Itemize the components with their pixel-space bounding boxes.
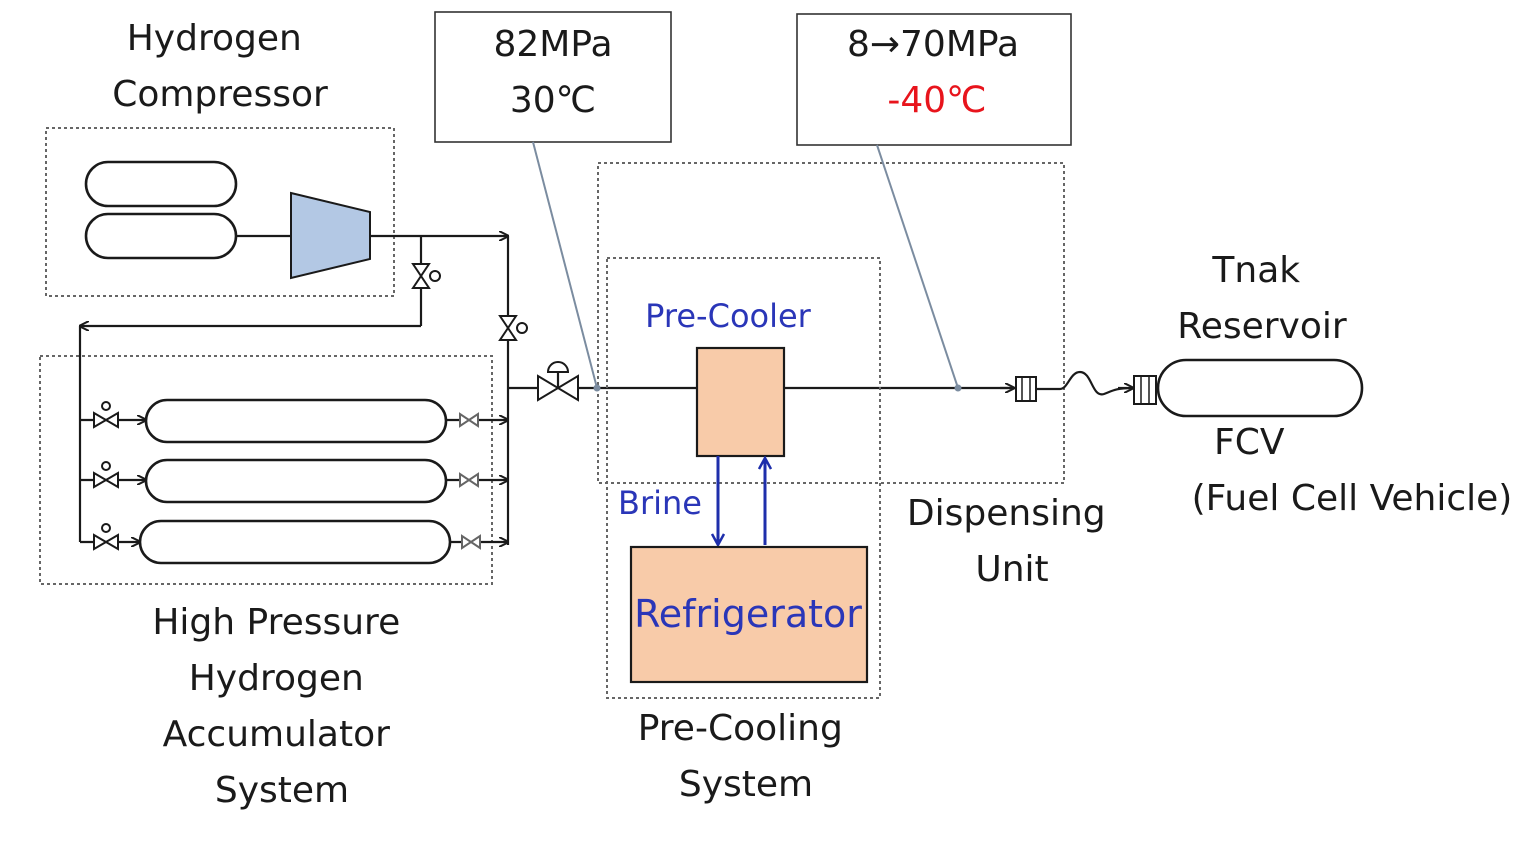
precooler-label: Pre-Cooler (645, 297, 812, 335)
precooler-box (695, 346, 786, 458)
outlet-leader-line (876, 144, 959, 389)
fcv-label: FCV (Fuel Cell Vehicle) (1192, 422, 1513, 519)
main-valve-icon (498, 315, 528, 341)
accumulator-valve-2-icon (93, 461, 119, 489)
accumulator-label: High Pressure Hydrogen Accumulator Syste… (152, 602, 411, 811)
outlet-callout-box (796, 13, 1072, 146)
compressor-tank-upper (84, 160, 238, 208)
tank-reservoir-label: Tnak Reservoir (1177, 250, 1347, 347)
accumulator-boundary (39, 355, 493, 585)
receptacle-icon (1133, 375, 1157, 405)
accumulator-tank-2 (144, 458, 448, 504)
accumulator-tank-1 (144, 398, 448, 444)
outlet-temperature: -40℃ (887, 80, 986, 121)
refrigerator-label: Refrigerator (634, 592, 862, 636)
inlet-temperature: 30℃ (510, 80, 596, 121)
inlet-leader-line (532, 141, 598, 389)
compressor-boundary (45, 127, 395, 297)
dispensing-unit-boundary (597, 162, 1065, 484)
brine-label: Brine (618, 484, 702, 522)
precooling-system-label: Pre-Cooling System (638, 708, 855, 805)
refrigerator-box (629, 545, 869, 684)
accumulator-valve-1-icon (93, 401, 119, 429)
outlet-measure-point (954, 384, 962, 392)
accumulator-tank-3 (138, 519, 452, 565)
outlet-pressure: 8→70MPa (847, 24, 1019, 65)
inlet-measure-point (593, 384, 601, 392)
dispensing-unit-label: Dispensing Unit (907, 493, 1117, 590)
precooling-boundary (606, 257, 881, 699)
compressor-icon (290, 191, 371, 280)
inlet-pressure: 82MPa (493, 24, 612, 65)
accumulator-valve-3-icon (93, 523, 119, 551)
bypass-valve-icon (411, 263, 441, 289)
dispensing-hose (1036, 370, 1133, 396)
flow-control-valve-icon (537, 361, 579, 402)
nozzle-icon (1015, 376, 1037, 402)
fcv-tank (1156, 358, 1364, 418)
inlet-callout-box (434, 11, 672, 143)
compressor-label: Hydrogen Compressor (112, 18, 328, 115)
compressor-tank-lower (84, 212, 238, 260)
